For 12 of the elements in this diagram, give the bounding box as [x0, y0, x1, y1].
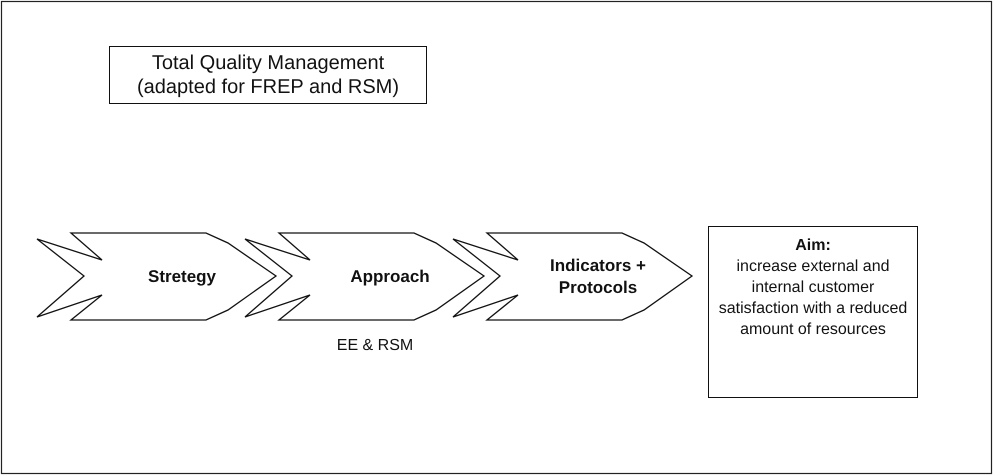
aim-box: [708, 226, 918, 398]
note-text: EE & RSM: [336, 337, 414, 355]
chevron-shape: [245, 233, 485, 321]
title-text: Total Quality Management (adapted for FREP and RSM): [136, 51, 400, 99]
step-label: Approach: [349, 266, 431, 288]
heading-text: Aim:: [794, 236, 832, 256]
chevron-shape: [453, 233, 693, 321]
step-label: Indicators + Protocols: [549, 255, 647, 299]
body-text: increase external and internal customer satisfaction with a reduced amount of resources: [718, 257, 908, 340]
chevron-shape: [37, 233, 277, 321]
title-box: [109, 46, 427, 104]
step-label: Stretegy: [146, 266, 218, 288]
